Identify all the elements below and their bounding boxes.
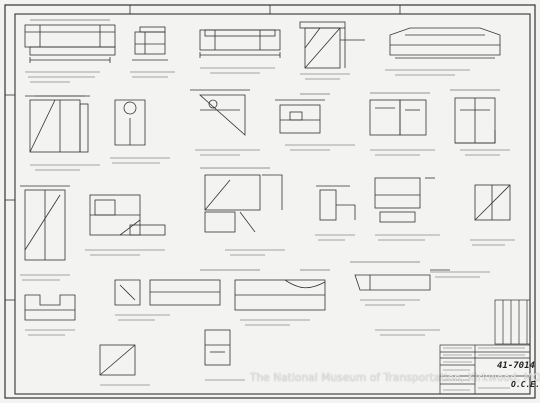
part-1 — [24, 24, 116, 63]
part-6 — [25, 95, 90, 153]
museum-watermark: The National Museum of Transportation, K… — [250, 372, 540, 384]
part-23 — [99, 344, 136, 376]
part-17 — [474, 184, 511, 221]
checker-initials: O.C.E. — [511, 380, 540, 389]
part-21 — [234, 279, 326, 311]
drawing-number: 41-7014 — [497, 361, 535, 371]
part-11 — [454, 97, 496, 144]
part-4 — [299, 21, 365, 69]
part-19 — [114, 279, 221, 306]
part-18 — [24, 294, 76, 321]
part-10 — [369, 99, 427, 136]
part-2 — [132, 26, 168, 61]
part-7 — [114, 99, 146, 146]
part-5 — [389, 27, 501, 59]
part-13 — [89, 194, 166, 236]
part-15 — [316, 185, 356, 221]
part-16 — [374, 177, 435, 223]
part-3 — [199, 29, 281, 58]
part-9 — [275, 99, 325, 134]
part-22 — [354, 269, 450, 291]
part-12 — [20, 185, 70, 261]
part-20 — [204, 329, 231, 366]
part-8 — [190, 89, 250, 136]
part-14 — [204, 174, 283, 233]
